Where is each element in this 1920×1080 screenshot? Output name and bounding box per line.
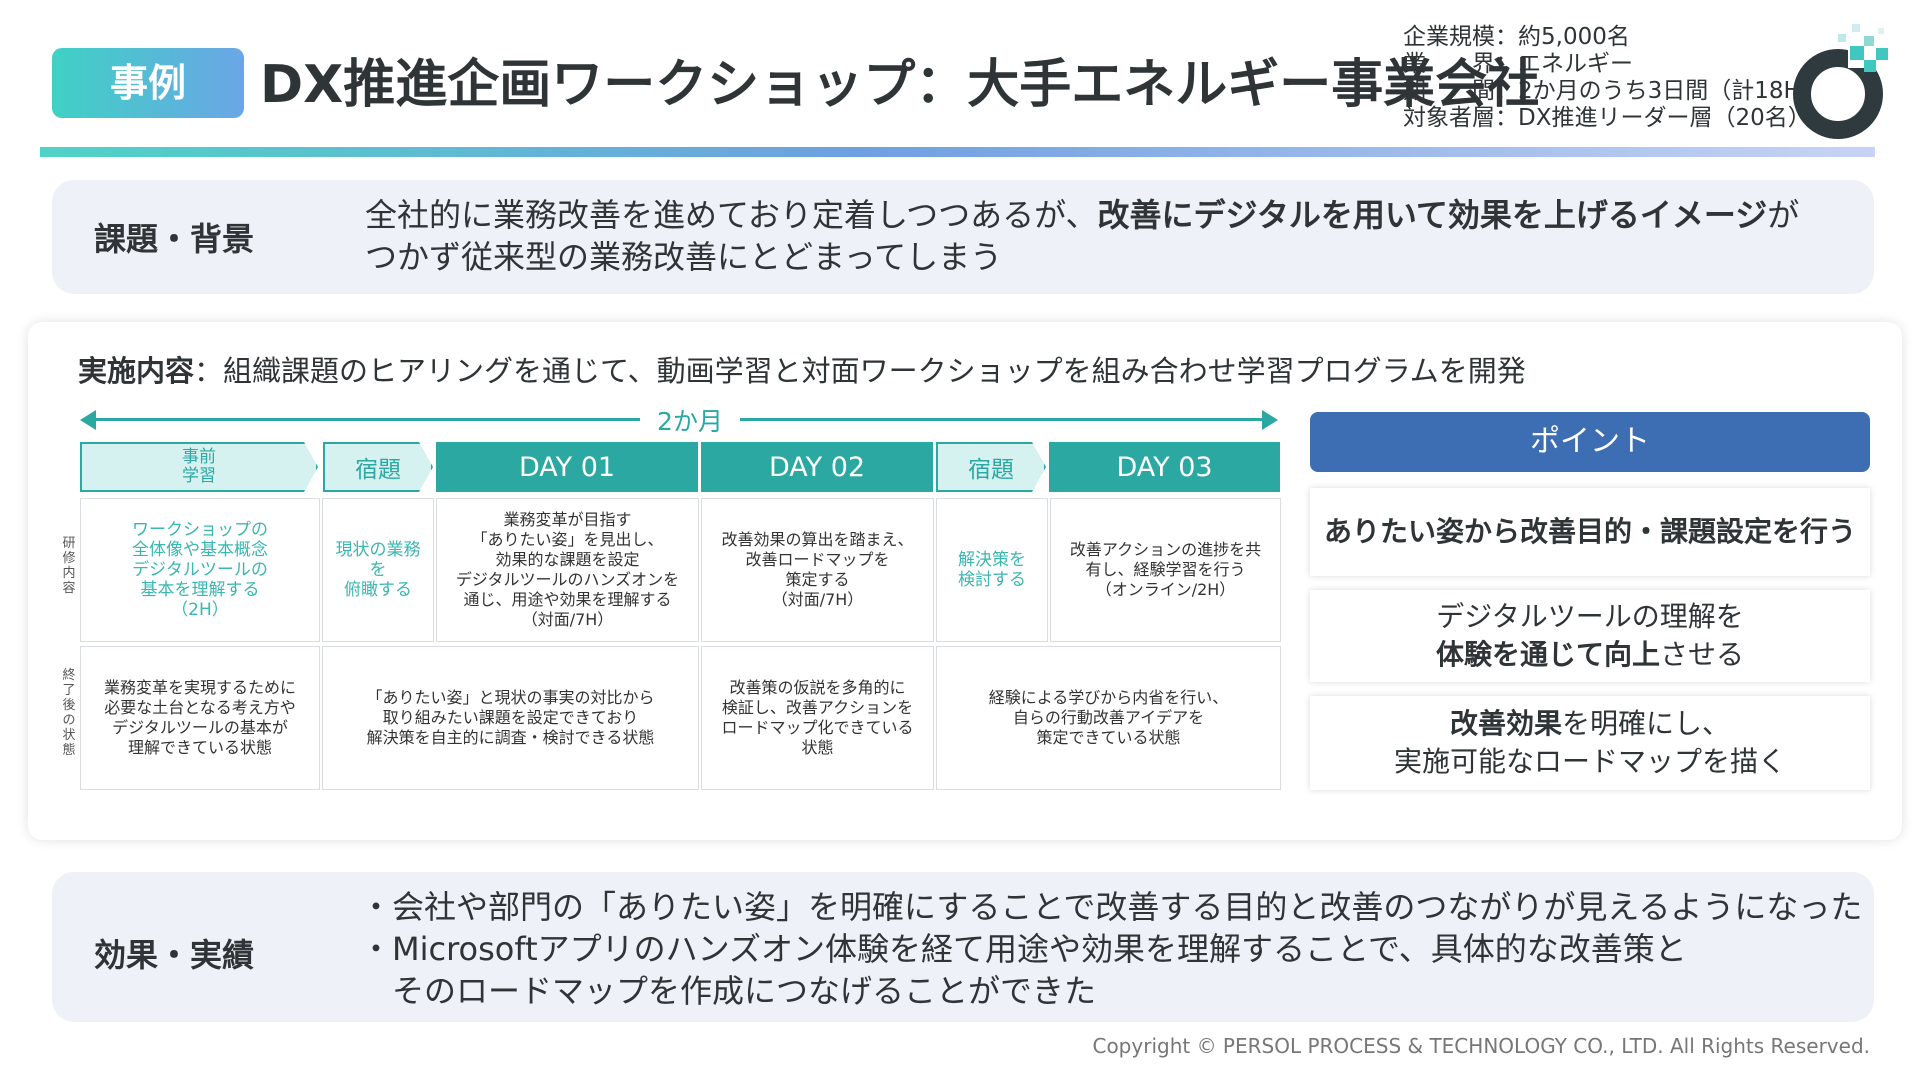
- after-d2-l3: ロードマップ化できている: [721, 718, 914, 737]
- after-d1-l2: 取り組みたい課題を設定できており: [382, 708, 639, 727]
- content-d3-l1: 改善アクションの進捗を共: [1069, 540, 1262, 559]
- content-pre-l2: 全体像や基本概念: [132, 540, 268, 560]
- issue-text-a: 全社的に業務改善を進めており定着しつつあるが、: [365, 196, 1098, 234]
- content-d2-l1: 改善効果の算出を踏まえ、: [721, 530, 914, 549]
- content-d1-l3: 効果的な課題を設定: [495, 550, 640, 569]
- content-hw2-l1: 解決策を: [958, 550, 1026, 570]
- content-pre-l1: ワークショップの: [132, 520, 268, 540]
- content-hw1-l2: 俯瞰する: [344, 580, 412, 600]
- content-cell-pre: ワークショップの全体像や基本概念デジタルツールの基本を理解する（2H）: [80, 498, 320, 642]
- page-title: DX推進企画ワークショップ：大手エネルギー事業会社: [260, 55, 1540, 115]
- after-d2-l2: 検証し、改善アクションを: [721, 698, 914, 717]
- after-d1-l3: 解決策を自主的に調査・検討できる状態: [366, 728, 655, 747]
- after-d3-l3: 策定できている状態: [1036, 728, 1181, 747]
- results-panel: [52, 872, 1874, 1022]
- after-cell-pre: 業務変革を実現するために必要な土台となる考え方やデジタルツールの基本が理解できて…: [80, 646, 320, 790]
- after-cell-day01: 「ありたい姿」と現状の事実の対比から取り組みたい課題を設定できており解決策を自主…: [322, 646, 699, 790]
- content-d1-l6: （対面/7H）: [521, 610, 614, 629]
- content-cell-day02: 改善効果の算出を踏まえ、改善ロードマップを策定する（対面/7H）: [701, 498, 934, 642]
- results-line-3: そのロードマップを作成につなげることができた: [360, 972, 1097, 1010]
- content-d2-l2: 改善ロードマップを: [745, 550, 890, 569]
- content-d1-l2: 「ありたい姿」を見出し、: [471, 530, 664, 549]
- phase-day03: DAY 03: [1049, 442, 1280, 492]
- results-line-2: ・Microsoftアプリのハンズオン体験を経て用途や効果を理解することで、具体…: [360, 930, 1687, 968]
- point-3-bold: 改善効果: [1449, 707, 1562, 740]
- company-meta: 企業規模：約5,000名 業 界：エネルギー 期 間：2か月のうち3日間（計18…: [1403, 24, 1824, 132]
- point-2-bold: 体験を通じて向上: [1435, 638, 1660, 671]
- point-3: 改善効果を明確にし、実施可能なロードマップを描く: [1310, 696, 1870, 790]
- content-cell-day01: 業務変革が目指す「ありたい姿」を見出し、効果的な課題を設定デジタルツールのハンズ…: [436, 498, 699, 642]
- company-logo-icon: [1793, 24, 1888, 139]
- issue-text-bold: 改善にデジタルを用いて効果を上げるイメージ: [1097, 196, 1768, 234]
- content-pre-l4: 基本を理解する: [140, 580, 260, 600]
- phase-homework-1: 宿題: [323, 442, 433, 492]
- after-pre-l1: 業務変革を実現するために: [103, 678, 296, 697]
- meta-target: 対象者層：DX推進リーダー層（20名）: [1403, 105, 1811, 131]
- row-label-content: 研修内容: [62, 536, 76, 596]
- arrow-right-icon: [1262, 410, 1278, 430]
- content-d3-l3: （オンライン/2H）: [1095, 580, 1236, 599]
- results-line-1: ・会社や部門の「ありたい姿」を明確にすることで改善する目的と改善のつながりが見え…: [360, 888, 1863, 926]
- points-header: ポイント: [1310, 412, 1870, 472]
- phase-homework-2: 宿題: [936, 442, 1046, 492]
- content-d1-l4: デジタルツールのハンズオンを: [455, 570, 680, 589]
- content-pre-l5: （2H）: [171, 600, 229, 620]
- after-cell-day02: 改善策の仮説を多角的に検証し、改善アクションをロードマップ化できている状態: [701, 646, 934, 790]
- after-d1-l1: 「ありたい姿」と現状の事実の対比から: [366, 688, 655, 707]
- content-d1-l1: 業務変革が目指す: [503, 510, 632, 529]
- after-pre-l2: 必要な土台となる考え方や: [104, 698, 296, 717]
- phase-pre-study: 事前学習: [80, 442, 318, 492]
- content-d3-l2: 有し、経験学習を行う: [1085, 560, 1246, 579]
- after-d2-l4: 状態: [801, 738, 834, 757]
- issue-text-c: が: [1767, 196, 1800, 234]
- after-d2-l1: 改善策の仮説を多角的に: [729, 678, 906, 697]
- copyright: Copyright © PERSOL PROCESS & TECHNOLOGY …: [1092, 1034, 1870, 1058]
- issue-label: 課題・背景: [94, 220, 255, 258]
- point-3-line2: 実施可能なロードマップを描く: [1393, 745, 1786, 778]
- content-pre-l3: デジタルツールの: [132, 560, 268, 580]
- point-1: ありたい姿から改善目的・課題設定を行う: [1310, 488, 1870, 576]
- point-2-rest: させる: [1660, 638, 1745, 671]
- phase-pre-study-line2: 学習: [182, 466, 216, 486]
- meta-size: 企業規模：約5,000名: [1403, 24, 1630, 50]
- header-divider: [40, 147, 1875, 157]
- results-text: ・会社や部門の「ありたい姿」を明確にすることで改善する目的と改善のつながりが見え…: [360, 886, 1862, 1012]
- implementation-heading: 実施内容：組織課題のヒアリングを通じて、動画学習と対面ワークショップを組み合わせ…: [78, 348, 1526, 390]
- after-cell-day03: 経験による学びから内省を行い、自らの行動改善アイデアを策定できている状態: [936, 646, 1281, 790]
- point-1-text: ありたい姿から改善目的・課題設定を行う: [1323, 515, 1856, 548]
- issue-text-d: つかず従来型の業務改善にとどまってしまう: [365, 238, 1003, 276]
- arrow-left-icon: [80, 410, 96, 430]
- issue-panel: [52, 180, 1874, 294]
- meta-period: 期 間：2か月のうち3日間（計18H）: [1403, 78, 1824, 104]
- point-2: デジタルツールの理解を体験を通じて向上させる: [1310, 590, 1870, 682]
- content-hw2-l2: 検討する: [958, 570, 1026, 590]
- duration-label: 2か月: [640, 402, 740, 438]
- content-hw1-l1: 現状の業務を: [335, 540, 421, 580]
- content-cell-homework1: 現状の業務を俯瞰する: [322, 498, 434, 642]
- phase-day01: DAY 01: [436, 442, 698, 492]
- implementation-label: 実施内容: [78, 354, 195, 388]
- after-d3-l1: 経験による学びから内省を行い、: [988, 688, 1229, 707]
- phase-pre-study-line1: 事前: [182, 447, 216, 467]
- content-d2-l4: （対面/7H）: [771, 590, 864, 609]
- issue-text: 全社的に業務改善を進めており定着しつつあるが、改善にデジタルを用いて効果を上げる…: [365, 194, 1845, 278]
- point-3-rest: を明確にし、: [1561, 707, 1730, 740]
- row-label-after: 終了後の状態: [62, 668, 76, 758]
- case-badge: 事例: [52, 48, 244, 118]
- content-cell-homework2: 解決策を検討する: [936, 498, 1048, 642]
- content-cell-day03: 改善アクションの進捗を共有し、経験学習を行う（オンライン/2H）: [1050, 498, 1281, 642]
- after-d3-l2: 自らの行動改善アイデアを: [1012, 708, 1205, 727]
- results-label: 効果・実績: [94, 936, 255, 974]
- meta-industry: 業 界：エネルギー: [1403, 51, 1633, 77]
- after-pre-l4: 理解できている状態: [127, 738, 272, 757]
- content-d1-l5: 通じ、用途や効果を理解する: [463, 590, 672, 609]
- content-d2-l3: 策定する: [785, 570, 850, 589]
- after-pre-l3: デジタルツールの基本が: [112, 718, 288, 737]
- phase-day02: DAY 02: [701, 442, 933, 492]
- implementation-text: ：組織課題のヒアリングを通じて、動画学習と対面ワークショップを組み合わせ学習プロ…: [194, 354, 1526, 388]
- point-2-line1: デジタルツールの理解を: [1436, 600, 1744, 633]
